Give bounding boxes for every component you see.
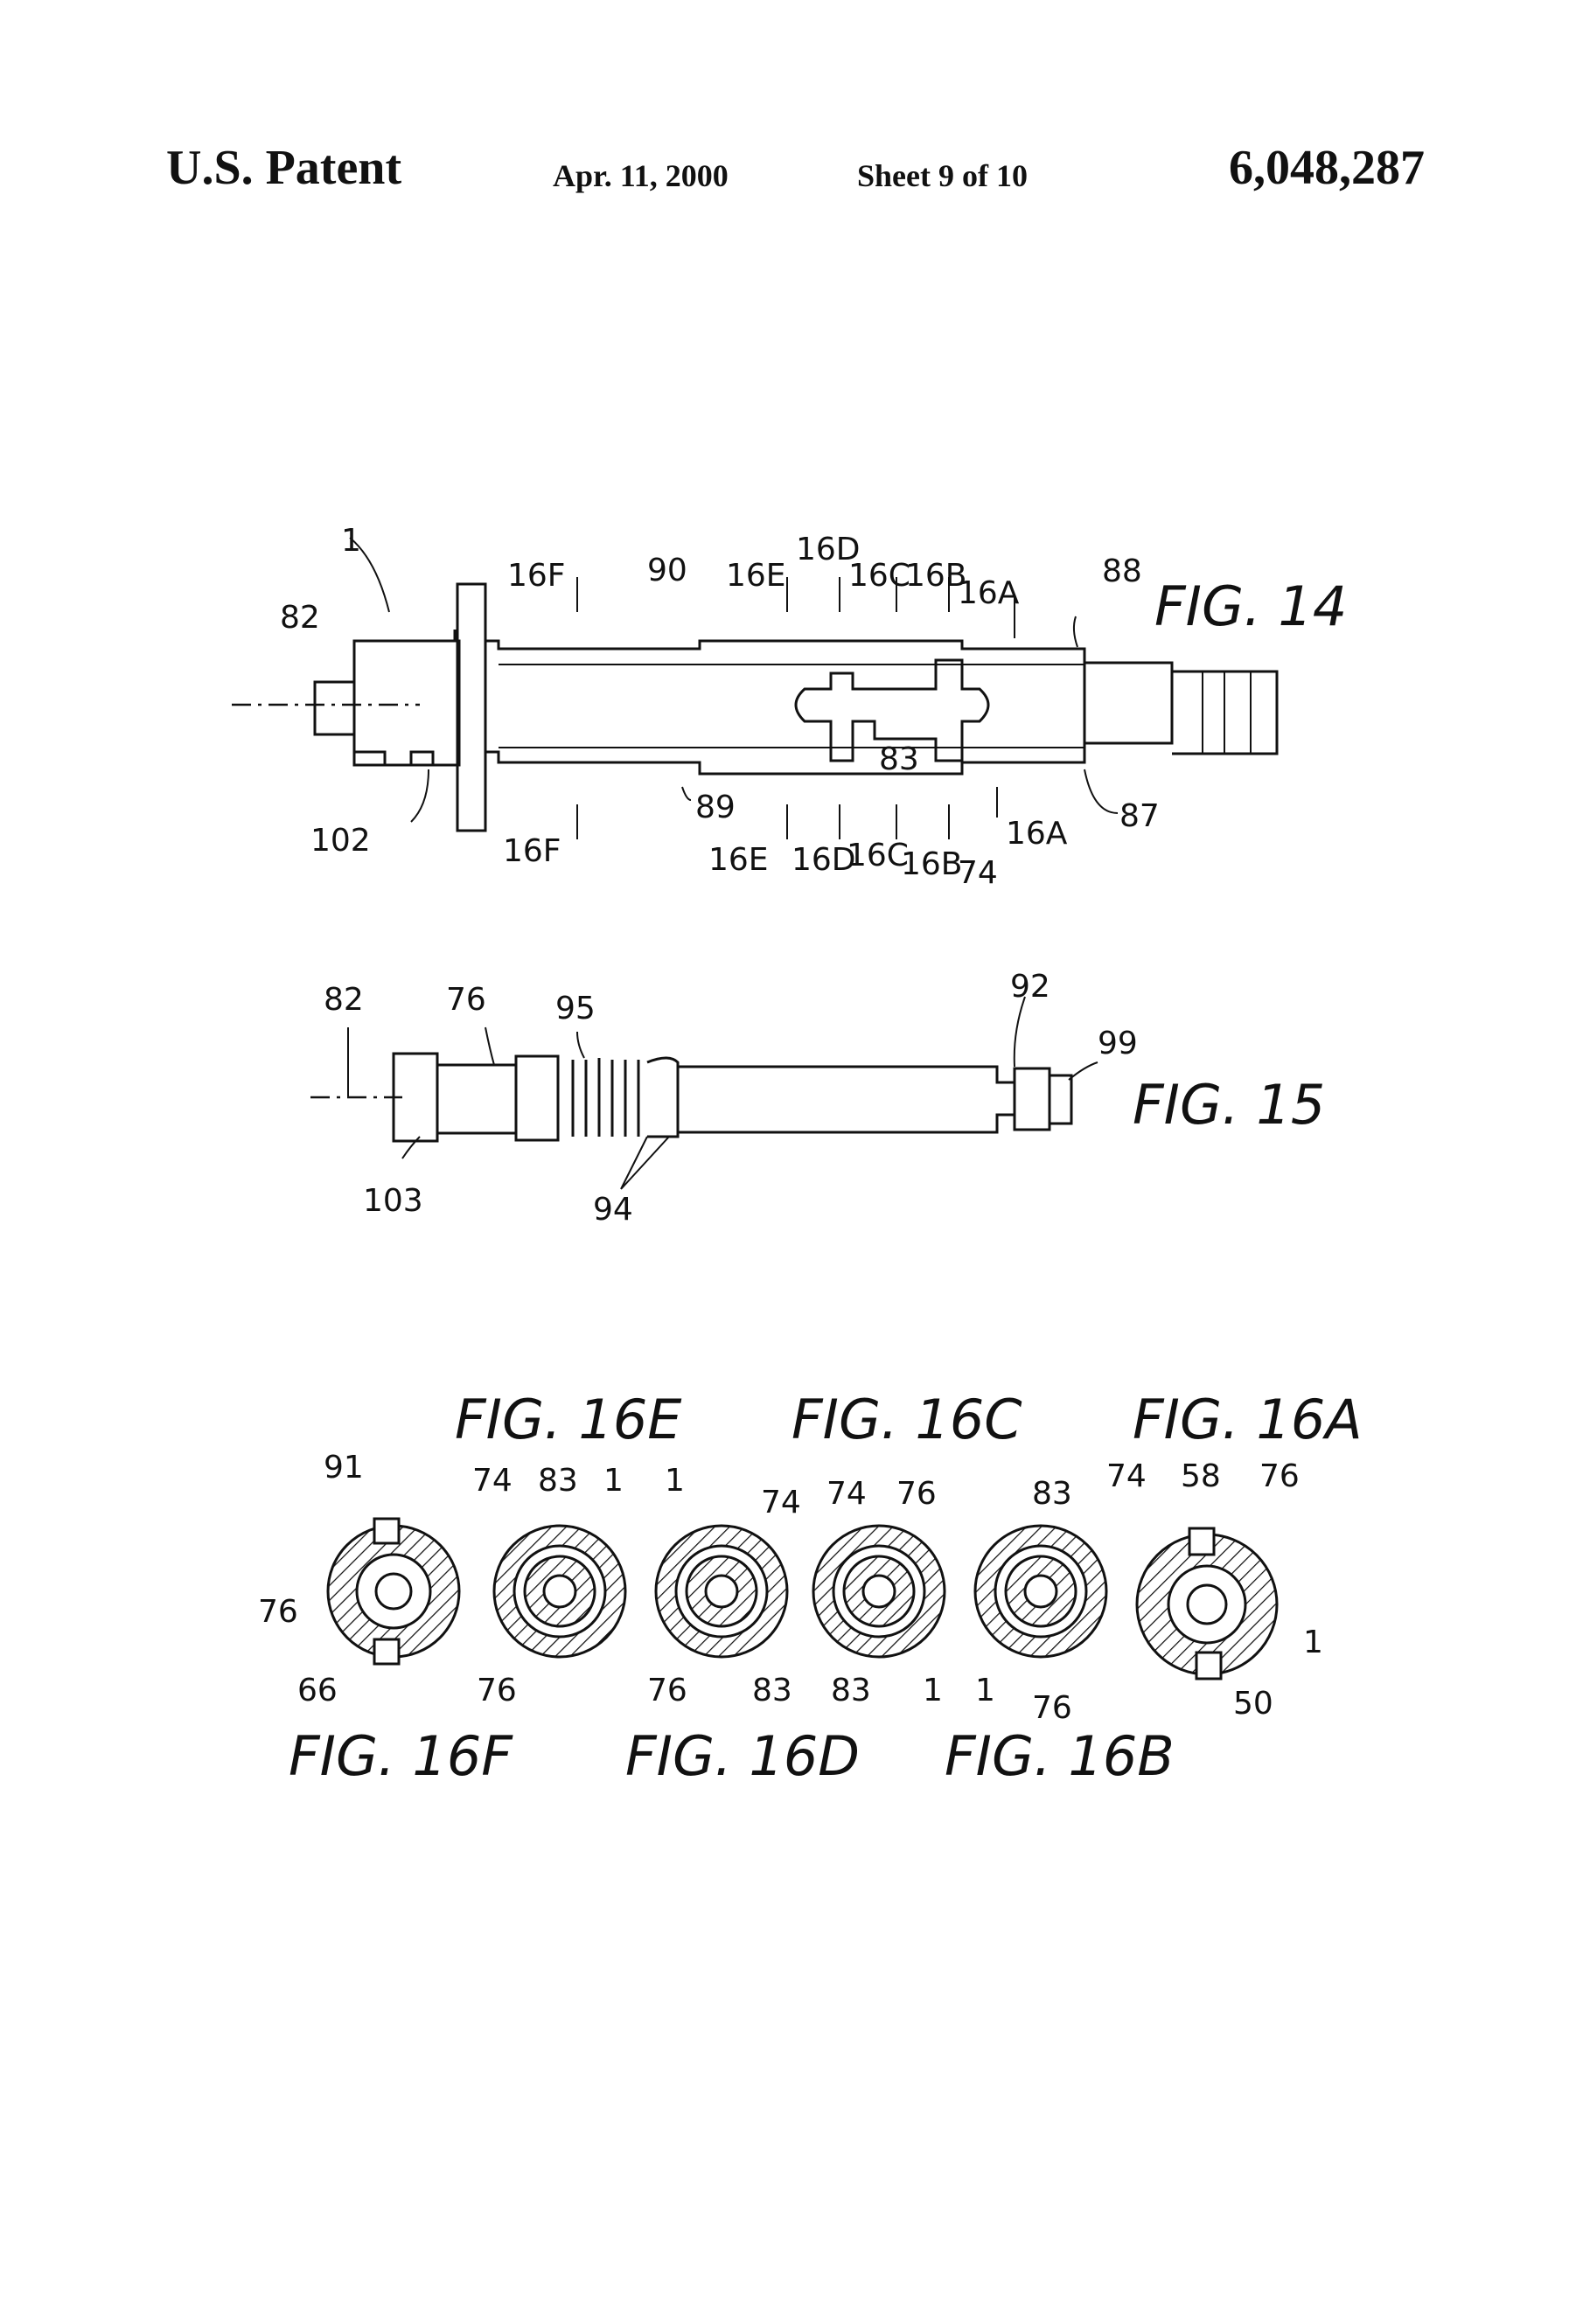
ref-label: 83 bbox=[752, 1673, 792, 1708]
ref-label: 76 bbox=[477, 1673, 517, 1708]
ref-label: 76 bbox=[258, 1594, 298, 1630]
fig16b-section bbox=[973, 1524, 1108, 1659]
fig15-left-shaft bbox=[436, 1063, 518, 1135]
fig-14-references: 1 82 16F 90 16E 16D 16C 16B 16A 88 83 10… bbox=[280, 523, 1347, 891]
ref-label: 58 bbox=[1181, 1458, 1221, 1494]
fig14-flange bbox=[456, 582, 487, 832]
ref-label: 103 bbox=[363, 1183, 423, 1219]
ref-label: 82 bbox=[324, 982, 364, 1018]
ref-label: 1 bbox=[923, 1673, 943, 1708]
fig-14-drawing bbox=[232, 537, 1279, 839]
fig-16a-label: FIG. 16A bbox=[1133, 1388, 1363, 1451]
fig-16c-label: FIG. 16C bbox=[792, 1388, 1022, 1451]
ref-label: 74 bbox=[761, 1485, 801, 1520]
ref-label: 16B bbox=[901, 846, 963, 882]
fig-16e-label: FIG. 16E bbox=[455, 1388, 682, 1451]
fig16e-section bbox=[492, 1524, 627, 1659]
ref-label: 1 bbox=[665, 1463, 685, 1499]
ref-label: 74 bbox=[1106, 1458, 1147, 1494]
patent-date: Apr. 11, 2000 bbox=[553, 158, 729, 193]
ref-label: 76 bbox=[647, 1673, 687, 1708]
fig14-notch-102 bbox=[352, 750, 435, 765]
ref-label: 16E bbox=[726, 558, 786, 594]
ref-label: 76 bbox=[446, 982, 486, 1018]
ref-label: 95 bbox=[555, 991, 596, 1026]
fig14-main-body bbox=[485, 639, 1086, 776]
patent-title: U.S. Patent bbox=[166, 141, 402, 195]
ref-label: 74 bbox=[826, 1476, 867, 1512]
ref-label: 82 bbox=[280, 600, 320, 636]
ref-label: 74 bbox=[472, 1463, 513, 1499]
ref-label: 99 bbox=[1098, 1026, 1138, 1061]
ref-label: 16C bbox=[847, 838, 909, 873]
ref-label: 76 bbox=[1259, 1458, 1300, 1494]
patent-number: 6,048,287 bbox=[1229, 141, 1425, 195]
ref-label: 90 bbox=[647, 553, 687, 588]
ref-label: 91 bbox=[324, 1450, 364, 1486]
sheet-number: Sheet 9 of 10 bbox=[857, 158, 1028, 193]
fig15-main-body bbox=[678, 1065, 1016, 1134]
fig-15-drawing bbox=[310, 996, 1098, 1190]
ref-label: 16A bbox=[958, 575, 1020, 611]
ref-label: 16D bbox=[796, 532, 861, 567]
ref-label: 16D bbox=[792, 842, 856, 878]
ref-label: 16F bbox=[507, 558, 566, 594]
fig14-right-shaft bbox=[1084, 661, 1174, 745]
fig-16f-label: FIG. 16F bbox=[289, 1724, 513, 1788]
ref-label: 1 bbox=[975, 1673, 995, 1708]
fig-16d-label: FIG. 16D bbox=[625, 1724, 860, 1788]
ref-label: 76 bbox=[896, 1476, 937, 1512]
ref-label: 83 bbox=[831, 1673, 871, 1708]
fig14-left-stub bbox=[313, 680, 356, 736]
fig15-grooves bbox=[571, 1058, 640, 1137]
ref-label: 88 bbox=[1102, 553, 1142, 589]
fig14-left-body bbox=[352, 630, 461, 767]
fig-16b-label: FIG. 16B bbox=[945, 1724, 1175, 1788]
fig-14-label: FIG. 14 bbox=[1154, 574, 1347, 638]
ref-label: 50 bbox=[1233, 1686, 1273, 1722]
fig14-cam-slot bbox=[794, 658, 990, 762]
fig-16-drawing bbox=[326, 1517, 1279, 1680]
ref-label: 16F bbox=[503, 833, 561, 869]
fig-15-label: FIG. 15 bbox=[1133, 1073, 1325, 1137]
ref-label: 16A bbox=[1006, 816, 1068, 852]
ref-label: 16C bbox=[848, 558, 910, 594]
ref-label: 83 bbox=[538, 1463, 578, 1499]
fig15-right-end bbox=[1013, 1067, 1051, 1131]
fig16a-section bbox=[1135, 1527, 1279, 1680]
ref-label: 66 bbox=[297, 1673, 338, 1708]
ref-label: 16E bbox=[708, 842, 769, 878]
ref-label: 1 bbox=[341, 523, 361, 559]
ref-label: 92 bbox=[1010, 969, 1050, 1005]
fig-16-references: FIG. 16E FIG. 16C FIG. 16A FIG. 16F FIG.… bbox=[258, 1388, 1363, 1788]
ref-label: 83 bbox=[879, 741, 919, 777]
fig-15-references: 82 76 95 92 99 103 94 FIG. 15 bbox=[324, 969, 1325, 1228]
ref-label: 16B bbox=[905, 558, 967, 594]
fig16c-section bbox=[812, 1524, 946, 1659]
ref-label: 102 bbox=[310, 823, 371, 859]
fig16d-section bbox=[654, 1524, 789, 1659]
ref-label: 89 bbox=[695, 790, 736, 825]
ref-label: 87 bbox=[1119, 798, 1160, 834]
ref-label: 74 bbox=[958, 855, 998, 891]
ref-label: 76 bbox=[1032, 1690, 1072, 1726]
ref-label: 83 bbox=[1032, 1476, 1072, 1512]
fig15-collar bbox=[514, 1054, 560, 1142]
ref-label: 1 bbox=[1303, 1625, 1323, 1660]
fig16f-section bbox=[326, 1517, 461, 1666]
ref-label: 94 bbox=[593, 1192, 633, 1228]
ref-label: 1 bbox=[603, 1463, 624, 1499]
